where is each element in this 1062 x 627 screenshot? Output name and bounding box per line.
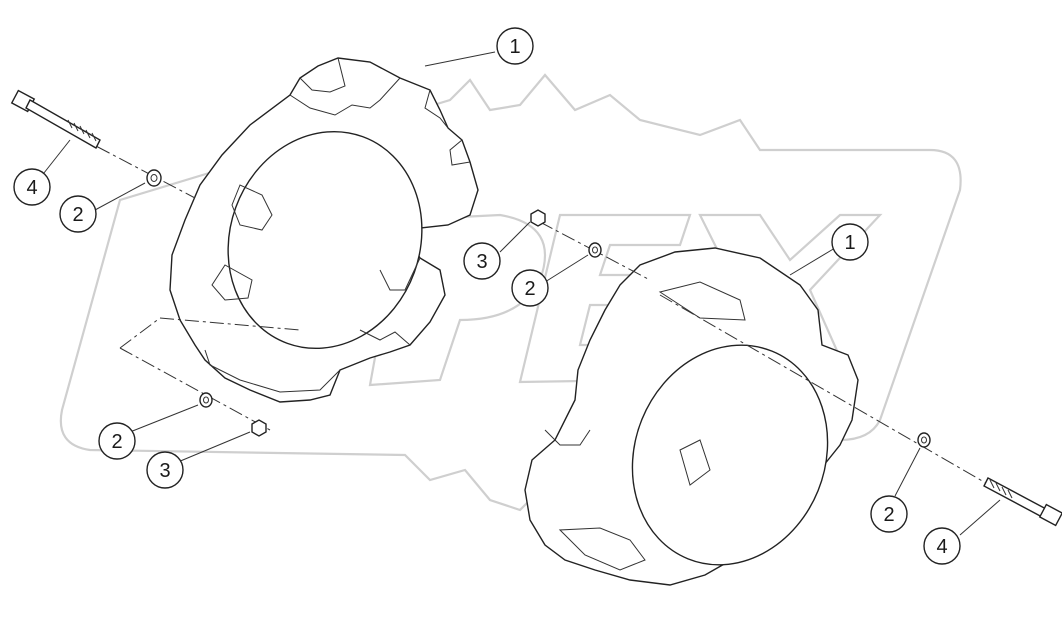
svg-text:4: 4 <box>936 536 947 558</box>
svg-text:3: 3 <box>159 460 170 482</box>
svg-text:2: 2 <box>883 504 894 526</box>
washer-3 <box>199 392 213 408</box>
nut-1 <box>530 209 546 227</box>
callout-4-upper-left: 4 <box>13 168 51 206</box>
bolt-lower <box>983 477 1062 527</box>
nut-2 <box>251 419 267 437</box>
watermark-gear <box>59 73 962 512</box>
callout-2-upper-left: 2 <box>59 195 97 233</box>
bolt-upper <box>10 89 101 149</box>
washer-4 <box>917 432 931 448</box>
callout-1-lower: 1 <box>831 223 869 261</box>
wheel-weight-left <box>169 57 479 403</box>
svg-text:2: 2 <box>72 204 83 226</box>
callout-3-middle: 3 <box>463 242 501 280</box>
washer-1 <box>146 169 162 187</box>
svg-text:2: 2 <box>111 431 122 453</box>
callout-3-lower-left: 3 <box>146 451 184 489</box>
svg-text:1: 1 <box>509 36 520 58</box>
callout-2-lower-left: 2 <box>98 422 136 460</box>
callout-1-upper: 1 <box>496 27 534 65</box>
svg-text:4: 4 <box>26 177 37 199</box>
wheel-weight-right <box>524 247 859 586</box>
callout-2-lower-right: 2 <box>870 495 908 533</box>
svg-text:3: 3 <box>476 251 487 273</box>
callout-4-lower-right: 4 <box>923 527 961 565</box>
svg-text:1: 1 <box>844 232 855 254</box>
washer-2 <box>588 242 602 258</box>
leader-lines <box>39 51 1001 536</box>
callout-2-middle: 2 <box>511 269 549 307</box>
svg-text:2: 2 <box>524 278 535 300</box>
